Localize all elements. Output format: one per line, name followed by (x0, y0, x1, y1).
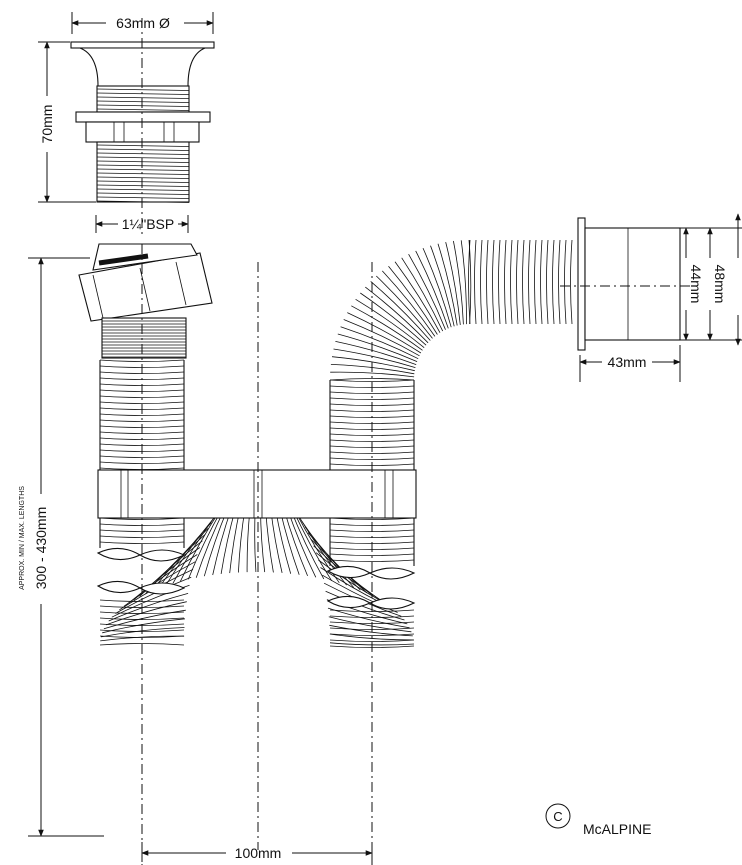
length-note-label: APPROX. MIN / MAX. LENGTHS (19, 486, 26, 590)
inlet-48-label: 48mm (712, 265, 728, 304)
centre-lines (141, 18, 700, 865)
brand-label: McALPINE (583, 821, 651, 837)
centres-label: 100mm (235, 845, 282, 861)
spigot-length-label: 43mm (608, 354, 647, 370)
waste-height-label: 70mm (39, 105, 55, 144)
copyright-mark: C (545, 803, 571, 829)
thread-size-label: 1¼"BSP (122, 216, 174, 232)
inlet-50-label: 50mm (740, 267, 742, 306)
length-range-label: 300 - 430mm (33, 507, 49, 589)
copyright-symbol: C (553, 809, 562, 824)
waste-diameter-label: 63mm Ø (116, 15, 170, 31)
inlet-44-label: 44mm (688, 265, 704, 304)
flexible-hose (78, 217, 681, 648)
dimension-lines (28, 12, 742, 862)
